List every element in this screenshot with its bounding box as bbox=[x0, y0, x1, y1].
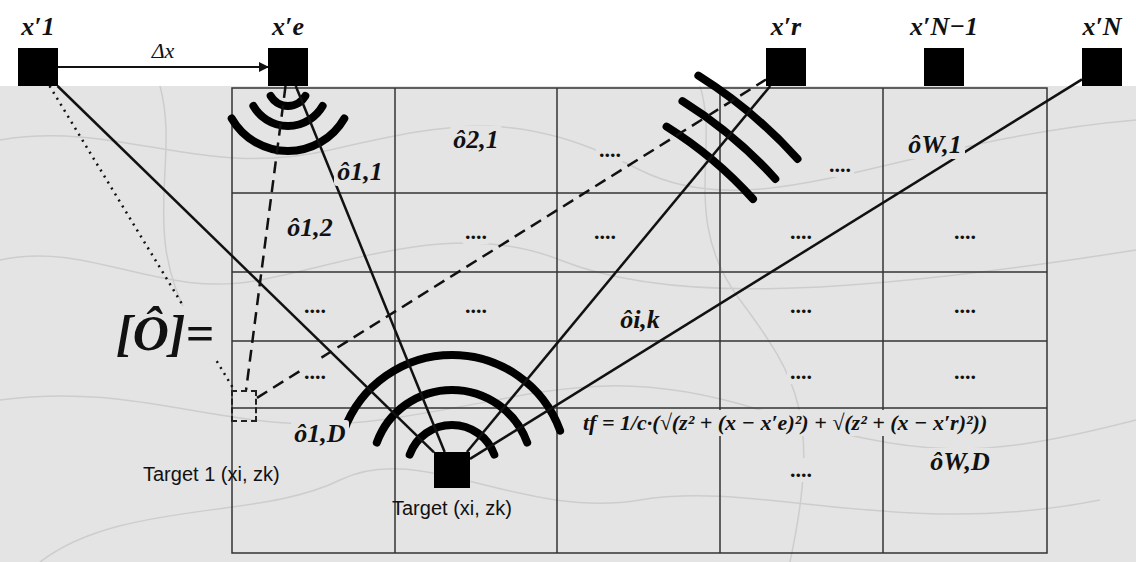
ray-path bbox=[470, 79, 1082, 458]
target-label: Target 1 (xi, zk) bbox=[143, 462, 280, 486]
sensor-label: x′r bbox=[771, 13, 801, 42]
cell-label: .... bbox=[787, 458, 815, 482]
cell-label: .... bbox=[951, 294, 979, 318]
cell-label: .... bbox=[951, 220, 979, 244]
ray-path bbox=[467, 86, 770, 452]
cell-label: .... bbox=[301, 360, 329, 384]
cell-label: ôW,1 bbox=[905, 131, 965, 160]
ray-path bbox=[257, 80, 766, 398]
sensor-label: x′e bbox=[272, 13, 304, 42]
cell-label: ô2,1 bbox=[450, 126, 502, 155]
cell-label: .... bbox=[591, 220, 619, 244]
ray-path bbox=[296, 86, 445, 452]
cell-label: .... bbox=[301, 294, 329, 318]
received-waves bbox=[667, 76, 798, 199]
sensor-label: x′1 bbox=[21, 13, 54, 42]
cell-label: .... bbox=[826, 153, 854, 177]
cell-label: .... bbox=[462, 220, 490, 244]
sensor-element: x′N bbox=[1082, 48, 1122, 86]
cell-label: ôW,D bbox=[927, 448, 992, 477]
spacing-label: Δx bbox=[150, 39, 177, 63]
ray-path bbox=[58, 86, 434, 452]
ray-path bbox=[246, 86, 285, 390]
matrix-symbol: [Ô]= bbox=[113, 306, 217, 361]
target-marker: Target 1 (xi, zk) bbox=[231, 390, 257, 422]
cell-label: .... bbox=[787, 360, 815, 384]
sensor-element: x′e bbox=[268, 48, 308, 86]
time-of-flight-formula: tf = 1/c·(√(z² + (x − x′e)²) + √(z² + (x… bbox=[580, 410, 990, 436]
image-grid bbox=[232, 88, 1047, 553]
cell-label: ô1,2 bbox=[284, 214, 336, 243]
cell-label: ô1,D bbox=[291, 420, 348, 449]
scattered-waves bbox=[344, 355, 560, 455]
cell-label: ô1,1 bbox=[334, 158, 386, 187]
emitted-waves bbox=[232, 96, 345, 151]
target-label: Target (xi, zk) bbox=[392, 496, 512, 520]
cell-label: .... bbox=[787, 294, 815, 318]
spacing-arrow bbox=[58, 66, 268, 68]
sensor-element: x′1 bbox=[18, 48, 58, 86]
marble-veins bbox=[0, 86, 1136, 562]
sensor-element: x′r bbox=[766, 48, 806, 86]
cell-label: ôi,k bbox=[617, 306, 663, 335]
cell-label: .... bbox=[951, 360, 979, 384]
sensor-label: x′N bbox=[1082, 13, 1121, 42]
cell-label: .... bbox=[462, 294, 490, 318]
cell-label: .... bbox=[596, 138, 624, 162]
target-marker: Target (xi, zk) bbox=[434, 452, 470, 488]
ray-path bbox=[50, 86, 235, 390]
sensor-label: x′N−1 bbox=[910, 13, 978, 42]
marble-ground bbox=[0, 86, 1136, 562]
sensor-element: x′N−1 bbox=[924, 48, 964, 86]
cell-label: .... bbox=[787, 220, 815, 244]
